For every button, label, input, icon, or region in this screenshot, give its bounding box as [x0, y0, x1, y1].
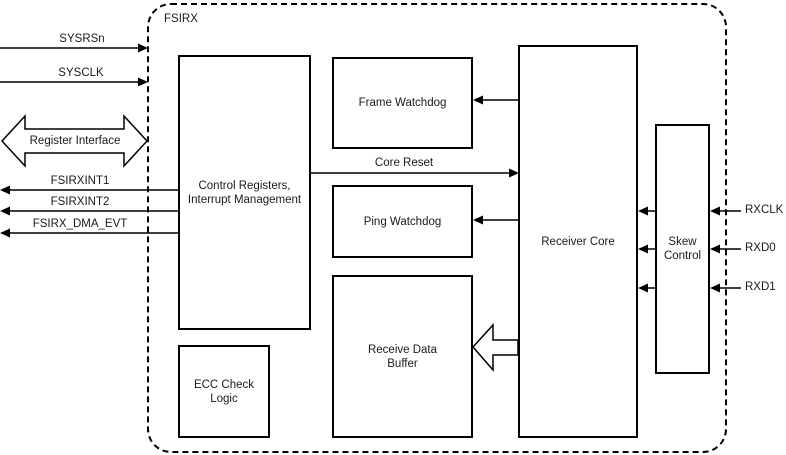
- block-receiver-core: Receiver Core: [518, 45, 638, 438]
- signal-label-rxd1: RXD1: [745, 281, 776, 293]
- block-frame-watchdog: Frame Watchdog: [332, 57, 473, 149]
- block-control-registers: Control Registers, Interrupt Management: [178, 55, 311, 330]
- signal-label-fsirx-dma-evt: FSIRX_DMA_EVT: [32, 218, 128, 230]
- block-frame-watchdog-label: Frame Watchdog: [358, 97, 447, 109]
- block-ping-watchdog: Ping Watchdog: [332, 185, 473, 258]
- block-receiver-core-label: Receiver Core: [541, 235, 615, 248]
- signal-label-register-interface: Register Interface: [29, 135, 121, 147]
- block-skew-control: Skew Control: [655, 124, 710, 374]
- block-control-registers-label: Control Registers, Interrupt Management: [187, 179, 302, 206]
- fsirx-module-boundary: [147, 3, 727, 453]
- module-title: FSIRX: [164, 13, 198, 25]
- signal-label-fsirxint1: FSIRXINT1: [50, 175, 110, 187]
- block-receive-data-buffer: Receive Data Buffer: [332, 275, 473, 438]
- signal-label-fsirxint2: FSIRXINT2: [50, 196, 110, 208]
- block-ping-watchdog-label: Ping Watchdog: [363, 215, 442, 228]
- signal-label-rxd0: RXD0: [745, 242, 776, 254]
- block-ecc-check-logic: ECC Check Logic: [178, 345, 270, 438]
- signal-label-sysrsn: SYSRSn: [59, 33, 105, 45]
- signal-label-sysclk: SYSCLK: [58, 67, 104, 79]
- block-receive-data-buffer-label: Receive Data Buffer: [367, 343, 438, 370]
- signal-label-core-reset: Core Reset: [374, 157, 434, 169]
- block-skew-control-label: Skew Control: [663, 236, 702, 262]
- block-ecc-check-logic-label: ECC Check Logic: [193, 378, 255, 405]
- signal-label-rxclk: RXCLK: [745, 204, 784, 216]
